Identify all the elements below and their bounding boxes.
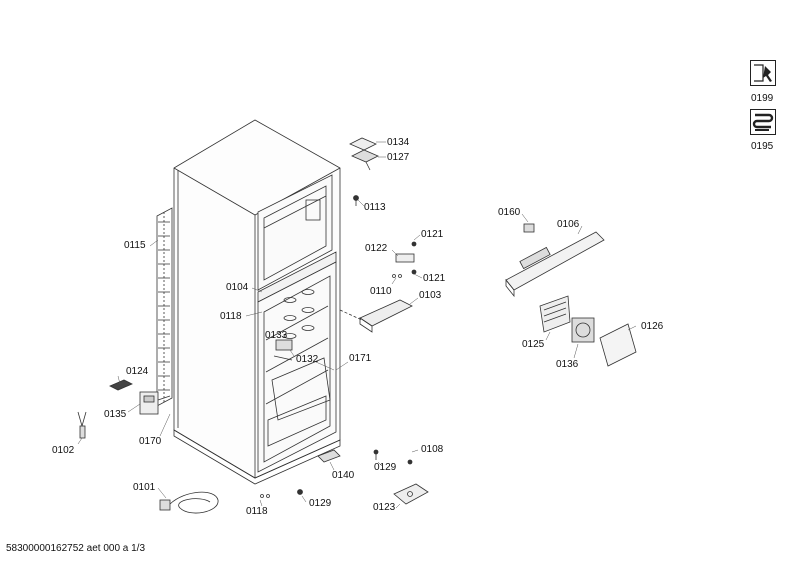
- leader-lines: [77, 141, 637, 509]
- wrench-manual-icon: [750, 60, 776, 86]
- light-cover: [339, 299, 413, 333]
- part-label-0118-lower: 0118: [246, 506, 268, 517]
- part-label-0125: 0125: [522, 339, 545, 350]
- interior-controls: [273, 339, 293, 361]
- compressor-relay: [139, 391, 171, 415]
- part-label-0136: 0136: [556, 359, 579, 370]
- part-label-0104: 0104: [226, 282, 249, 293]
- part-label-0121-top: 0121: [421, 229, 444, 240]
- part-label-0135: 0135: [104, 409, 127, 420]
- part-label-0123: 0123: [373, 502, 396, 513]
- part-label-0101: 0101: [133, 482, 156, 493]
- part-label-0129-lower: 0129: [309, 498, 332, 509]
- thermal-part: [109, 379, 133, 391]
- part-label-0118-upper: 0118: [220, 311, 242, 322]
- control-panel: [505, 223, 605, 298]
- part-label-0129-upper: 0129: [374, 462, 397, 473]
- part-label-0134: 0134: [387, 137, 410, 148]
- part-label-0126: 0126: [641, 321, 664, 332]
- part-label-0113: 0113: [364, 202, 386, 213]
- part-label-0140: 0140: [332, 470, 355, 481]
- part-label-0132: 0132: [296, 354, 319, 365]
- condenser-coil: [156, 207, 173, 407]
- power-cord: [159, 491, 219, 514]
- part-label-0171: 0171: [349, 353, 372, 364]
- thermostat-assembly: [392, 241, 417, 278]
- icon-label-0199: 0199: [751, 93, 774, 104]
- part-label-0121-bottom: 0121: [423, 273, 446, 284]
- part-label-0110: 0110: [370, 286, 392, 297]
- document-id-footer: 58300000162752 aet 000 a 1/3: [6, 543, 146, 554]
- part-label-0115: 0115: [124, 240, 146, 251]
- part-label-0102: 0102: [52, 445, 75, 456]
- sensor-probe: [77, 411, 87, 439]
- bottom-hinge-parts: [260, 449, 429, 505]
- part-label-0133: 0133: [265, 330, 288, 341]
- part-label-0122: 0122: [365, 243, 388, 254]
- part-label-0108: 0108: [421, 444, 444, 455]
- part-label-0127: 0127: [387, 152, 410, 163]
- top-hinge-parts: [349, 137, 379, 206]
- part-label-0106: 0106: [557, 219, 580, 230]
- cabinet-body: [173, 119, 341, 485]
- part-label-0103: 0103: [419, 290, 442, 301]
- part-label-0124: 0124: [126, 366, 149, 377]
- part-label-0160: 0160: [498, 207, 521, 218]
- fan-assembly: [539, 295, 637, 367]
- part-label-0170: 0170: [139, 436, 162, 447]
- refrigerant-coil-icon: [750, 109, 776, 135]
- icon-label-0195: 0195: [751, 141, 774, 152]
